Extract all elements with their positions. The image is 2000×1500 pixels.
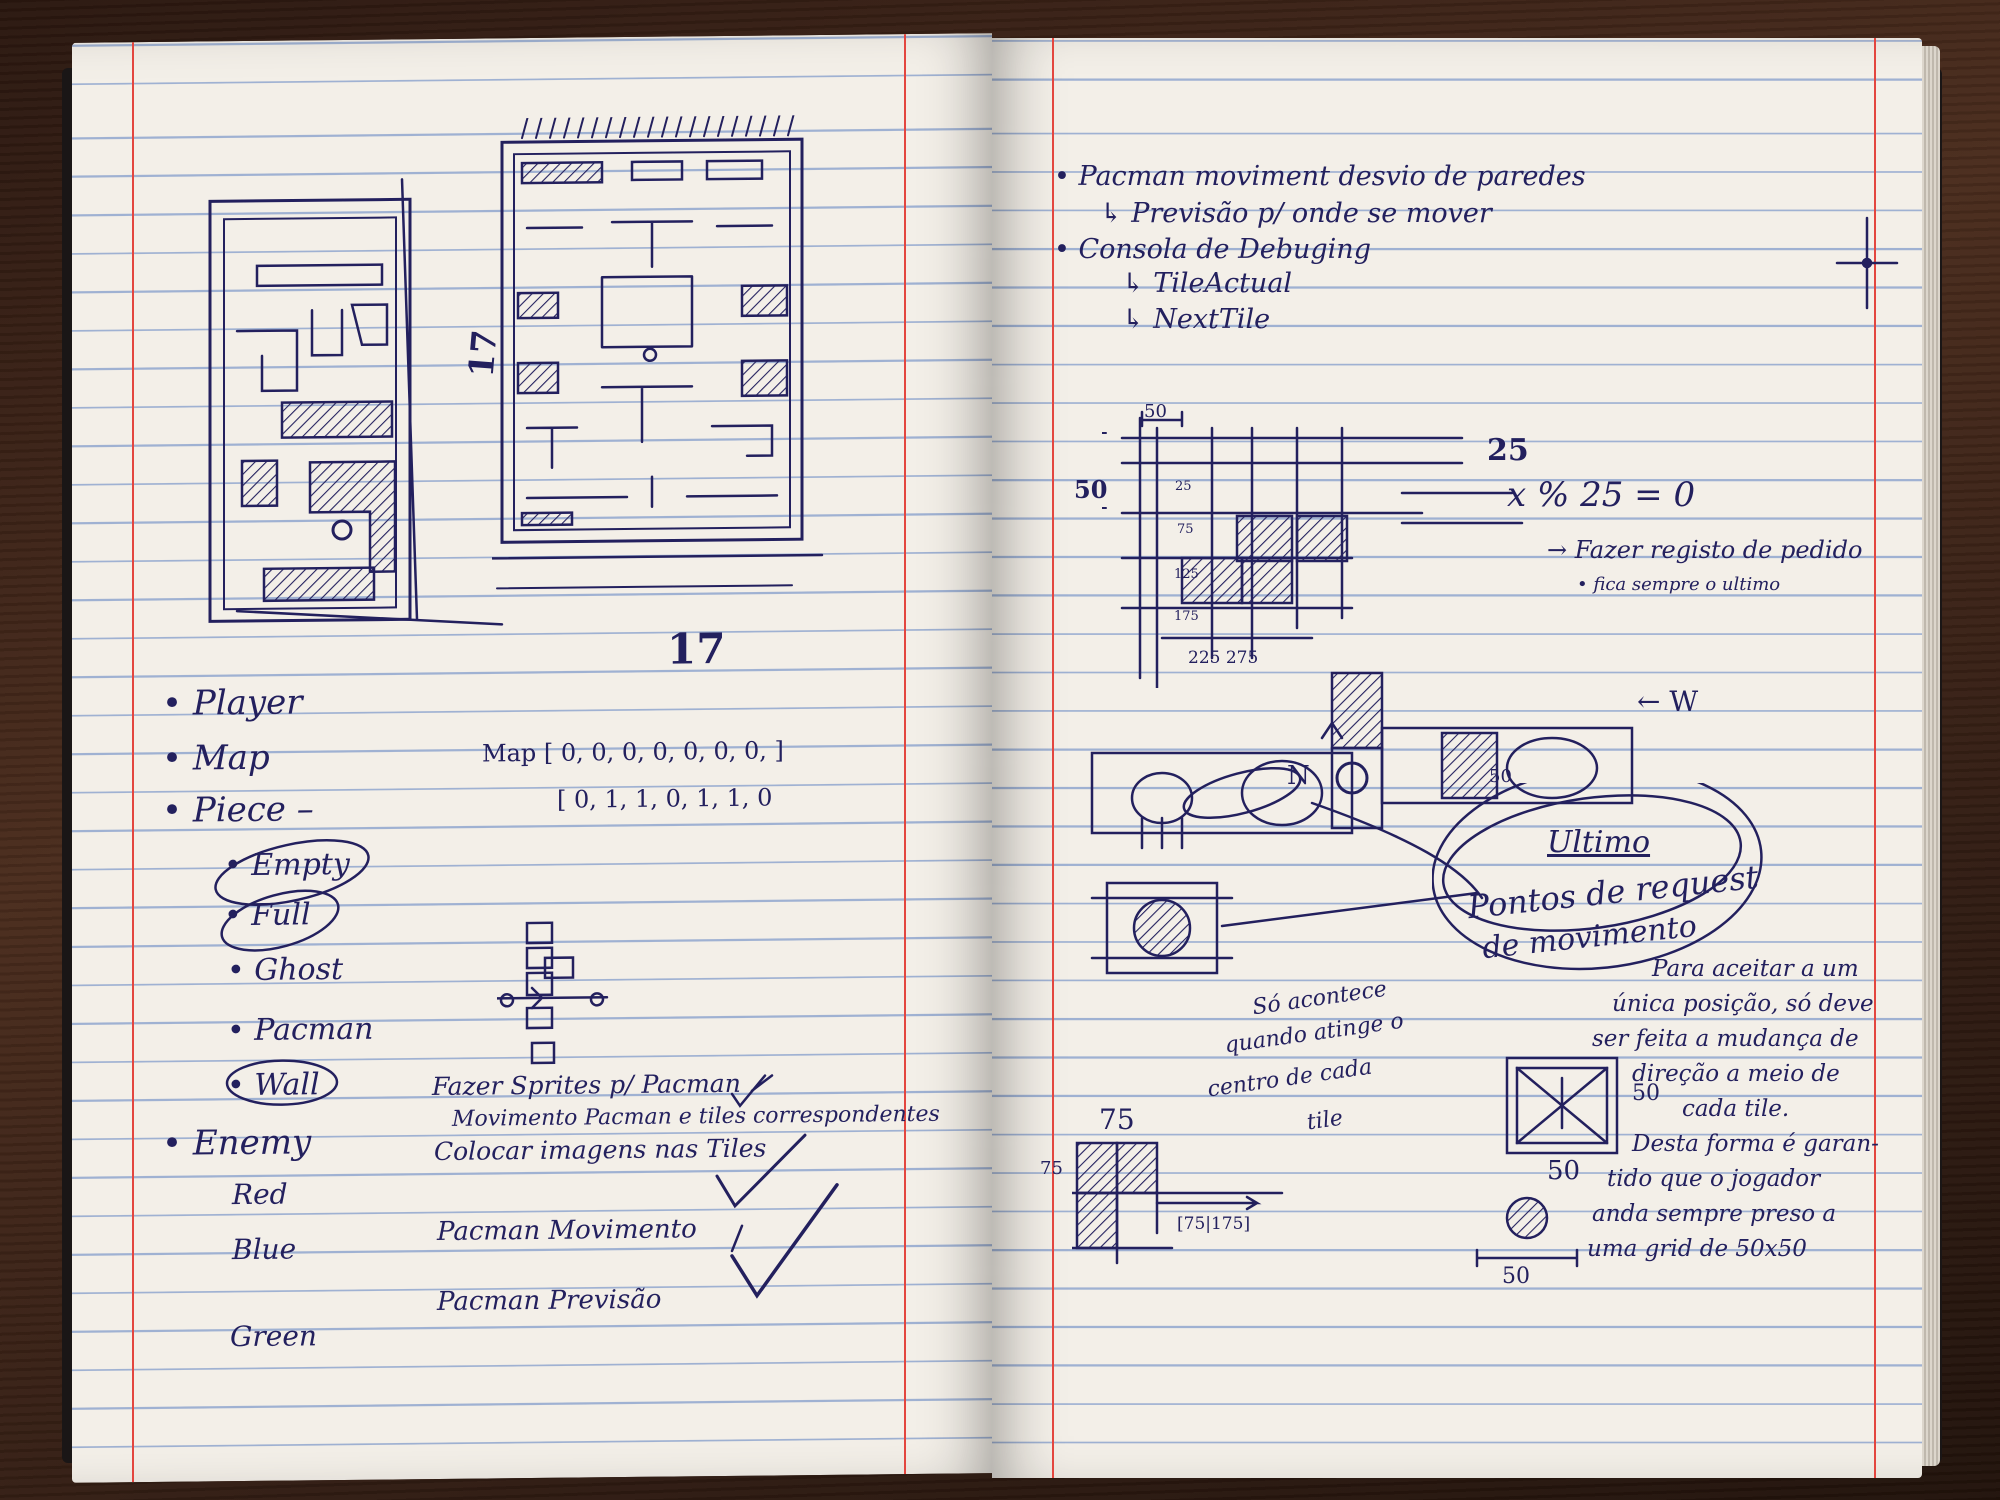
- explanation-line: Para aceitar a um: [1652, 956, 1859, 982]
- note-line: • Pacman moviment desvio de paredes: [1054, 161, 1586, 192]
- ball-label: 50: [1502, 1264, 1530, 1289]
- modulo-formula: x % 25 = 0: [1507, 475, 1696, 515]
- direction-n: N: [1287, 761, 1310, 791]
- enemy-title: • Enemy: [162, 1122, 312, 1164]
- explanation-line: anda sempre preso a: [1592, 1201, 1837, 1227]
- speech-bubble: [1432, 783, 1763, 971]
- grid-cell-label: 125: [1174, 567, 1199, 582]
- center-note: tile: [1305, 1105, 1345, 1136]
- enemy-item: Red: [232, 1177, 288, 1212]
- cell-50-label: 50: [1489, 766, 1512, 787]
- tile-sketch: [497, 921, 609, 1065]
- enemy-item: Green: [230, 1319, 317, 1354]
- margin-line: [1874, 38, 1876, 1478]
- grid-cell-label: 75: [1177, 522, 1194, 537]
- task-item: Pacman Previsão: [437, 1284, 662, 1317]
- large-maze-sketch: [492, 114, 824, 590]
- center-note: centro de cada: [1205, 1054, 1374, 1103]
- note-line: ↳ NextTile: [1122, 304, 1271, 335]
- small-maze-sketch: [208, 178, 504, 626]
- direction-w: ← W: [1637, 685, 1699, 718]
- checkmark-icon: [715, 1074, 839, 1299]
- box-label: 50: [1632, 1081, 1660, 1106]
- compass-icon: [1835, 216, 1899, 310]
- request-note: • fica sempre o ultimo: [1577, 574, 1781, 595]
- grid-cell-label: 175: [1174, 609, 1199, 624]
- small-grid-left: 75: [1040, 1158, 1063, 1179]
- small-grid-bracket: [75|175]: [1177, 1214, 1251, 1234]
- left-page: 17 17 • Player • Map • Piece – • Empty •…: [72, 33, 992, 1483]
- movement-sketch: [1090, 671, 1634, 975]
- grid-cell-label: 25: [1175, 479, 1192, 494]
- page-edges: [1922, 46, 1940, 1466]
- enemy-item: Blue: [232, 1232, 297, 1267]
- explanation-line: tido que o jogador: [1607, 1166, 1821, 1192]
- ultimo-label: Ultimo: [1547, 825, 1651, 860]
- grid-label-corner: 25: [1487, 433, 1529, 468]
- grid-label-top: 50: [1144, 401, 1167, 422]
- request-note: → Fazer registo de pedido: [1547, 536, 1863, 564]
- center-note: quando atinge o: [1223, 1008, 1406, 1059]
- margin-line: [132, 42, 134, 1483]
- grid-label-bottom: 225 275: [1188, 648, 1259, 668]
- explanation-line: única posição, só deve: [1612, 991, 1874, 1017]
- explanation-line: cada tile.: [1682, 1096, 1790, 1122]
- explanation-line: ser feita a mudança de: [1592, 1026, 1859, 1052]
- note-line: • Consola de Debuging: [1054, 234, 1371, 265]
- note-line: ↳ Previsão p/ onde se mover: [1100, 198, 1492, 229]
- pacman-ball: [1475, 1196, 1579, 1268]
- maze-width-label: 17: [667, 623, 726, 674]
- margin-line: [1052, 38, 1054, 1478]
- map-array-line: Map [ 0, 0, 0, 0, 0, 0, 0, ]: [482, 736, 784, 768]
- explanation-line: direção a meio de: [1632, 1061, 1840, 1087]
- grid-label-left: 50: [1074, 475, 1108, 504]
- crossed-tile-box: [1505, 1056, 1619, 1155]
- task-item: Pacman Movimento: [437, 1214, 697, 1247]
- list-item: • Map: [162, 737, 270, 779]
- list-item: • Player: [162, 682, 303, 724]
- box-label: 50: [1547, 1156, 1581, 1186]
- map-array-line: [ 0, 1, 1, 0, 1, 1, 0: [557, 783, 773, 814]
- small-hatched-grid: [1072, 1141, 1284, 1265]
- class-list: • Player • Map • Piece – • Empty • Full …: [72, 33, 992, 1353]
- note-line: ↳ TileActual: [1122, 268, 1293, 299]
- explanation-line: Desta forma é garan-: [1632, 1131, 1879, 1157]
- grid-diagram: [1102, 410, 1524, 688]
- maze-height-label: 17: [461, 328, 506, 379]
- small-grid-top: 75: [1099, 1103, 1135, 1136]
- task-item: Fazer Sprites p/ Pacman: [432, 1068, 741, 1102]
- right-page: • Pacman moviment desvio de paredes ↳ Pr…: [992, 38, 1922, 1478]
- circle-marks: [214, 839, 370, 1106]
- explanation-line: uma grid de 50x50: [1587, 1236, 1807, 1262]
